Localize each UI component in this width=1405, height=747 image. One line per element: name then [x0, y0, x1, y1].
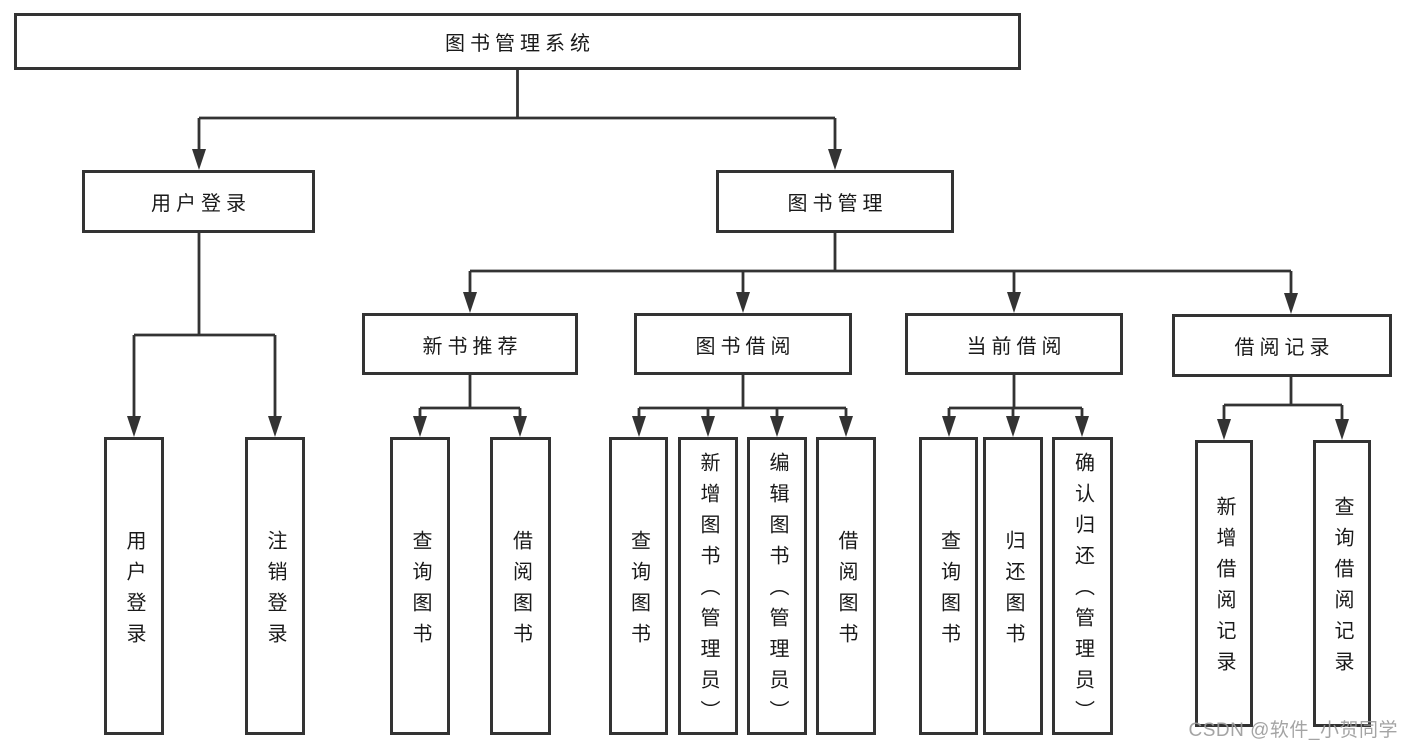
leaf-borrowing-edit-books-admin: 编辑图书（管理员）: [747, 437, 807, 735]
arrowhead: [192, 149, 206, 170]
arrowhead: [770, 416, 784, 437]
node-user-login: 用户登录: [82, 170, 315, 233]
leaf-current-confirm-return-admin: 确认归还（管理员）: [1052, 437, 1113, 735]
arrowhead: [632, 416, 646, 437]
arrowheads: [127, 149, 1349, 440]
leaf-label: 新增借阅记录: [1213, 496, 1235, 682]
arrowhead: [1217, 419, 1231, 440]
leaf-current-query-books: 查询图书: [919, 437, 978, 735]
arrowhead: [1284, 293, 1298, 314]
leaf-label: 借阅图书: [835, 529, 857, 654]
node-label: 新书推荐: [422, 335, 523, 358]
arrowhead: [701, 416, 715, 437]
node-label: 借阅记录: [1234, 337, 1335, 359]
leaf-borrowing-add-books-admin: 新增图书（管理员）: [678, 437, 738, 735]
arrowhead: [839, 416, 853, 437]
leaf-label: 确认归还（管理员）: [1071, 452, 1094, 731]
arrowhead: [1335, 419, 1349, 440]
leaf-borrowing-query-books: 查询图书: [609, 437, 668, 735]
leaf-label: 归还图书: [1002, 529, 1024, 654]
leaf-logout: 注销登录: [245, 437, 305, 735]
leaf-label: 查询图书: [409, 529, 431, 654]
node-current-borrowing: 当前借阅: [905, 313, 1123, 375]
leaf-label: 新增图书（管理员）: [697, 452, 719, 731]
node-label: 图书管理系统: [445, 33, 595, 55]
node-borrowing-records: 借阅记录: [1172, 314, 1392, 377]
arrowhead: [413, 416, 427, 437]
node-book-management: 图书管理: [716, 170, 954, 233]
csdn-watermark: CSDN @软件_小贺同学: [1188, 720, 1398, 741]
node-library-management-system: 图书管理系统: [14, 13, 1021, 70]
node-label: 用户登录: [151, 193, 251, 215]
leaf-recommend-borrow-books: 借阅图书: [490, 437, 551, 735]
leaf-records-query-record: 查询借阅记录: [1313, 440, 1371, 727]
arrowhead: [1075, 416, 1089, 437]
leaf-label: 查询图书: [937, 529, 960, 654]
arrowhead: [942, 416, 956, 437]
arrowhead: [268, 416, 282, 437]
arrowhead: [1007, 292, 1021, 313]
arrowhead: [736, 292, 750, 313]
leaf-borrowing-borrow-books: 借阅图书: [816, 437, 876, 735]
tree-edges: [132, 70, 1344, 424]
leaf-label: 注销登录: [264, 529, 286, 654]
node-label: 图书管理: [787, 193, 888, 215]
leaf-recommend-query-books: 查询图书: [390, 437, 450, 735]
leaf-user-login: 用户登录: [104, 437, 164, 735]
leaf-label: 查询借阅记录: [1331, 496, 1353, 682]
arrowhead: [828, 149, 842, 170]
leaf-label: 用户登录: [123, 529, 145, 654]
arrowhead: [127, 416, 141, 437]
node-label: 图书借阅: [695, 335, 796, 358]
leaf-label: 查询图书: [627, 529, 650, 654]
leaf-current-return-books: 归还图书: [983, 437, 1043, 735]
arrowhead: [1006, 416, 1020, 437]
leaf-label: 编辑图书（管理员）: [766, 452, 788, 731]
node-new-book-recommendation: 新书推荐: [362, 313, 578, 375]
node-label: 当前借阅: [966, 335, 1067, 358]
arrowhead: [463, 292, 477, 313]
leaf-records-add-record: 新增借阅记录: [1195, 440, 1253, 727]
arrowhead: [513, 416, 527, 437]
leaf-label: 借阅图书: [509, 529, 532, 654]
node-book-borrowing: 图书借阅: [634, 313, 852, 375]
